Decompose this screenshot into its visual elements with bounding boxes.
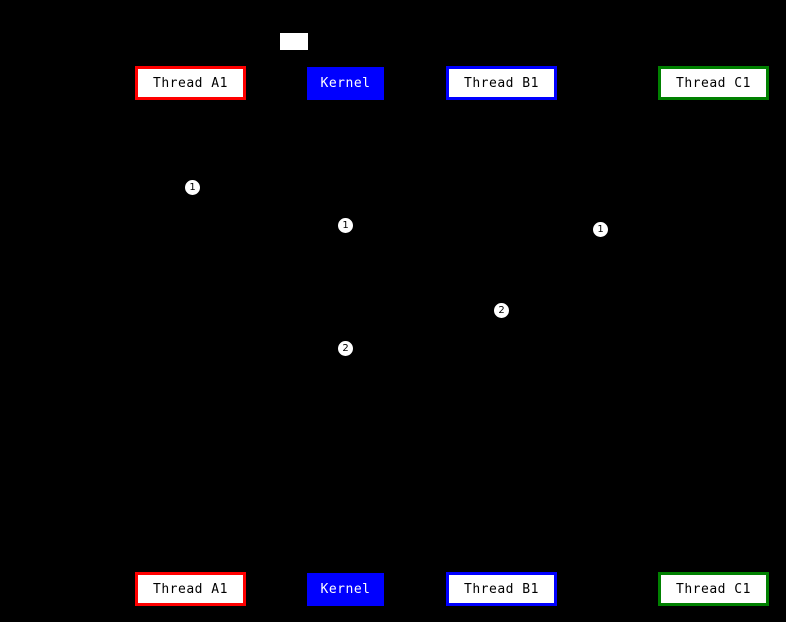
step-marker-1-kernel: 1 (337, 217, 354, 234)
lifeline-head-kernel: Kernel (307, 67, 384, 100)
lifeline-head-thread-b1: Thread B1 (446, 66, 557, 100)
step-marker-1-thread-a1: 1 (184, 179, 201, 196)
lifeline-foot-thread-a1: Thread A1 (135, 572, 246, 606)
lifeline-foot-thread-b1: Thread B1 (446, 572, 557, 606)
lifeline-head-thread-a1: Thread A1 (135, 66, 246, 100)
lifeline-head-thread-c1-label: Thread C1 (676, 75, 751, 91)
lifeline-foot-thread-a1-label: Thread A1 (153, 581, 228, 597)
step-marker-2-thread-b1: 2 (493, 302, 510, 319)
lifeline-foot-kernel: Kernel (307, 573, 384, 606)
lifeline-foot-kernel-label: Kernel (320, 582, 371, 597)
step-marker-1-thread-c1: 1 (592, 221, 609, 238)
lifeline-head-thread-a1-label: Thread A1 (153, 75, 228, 91)
lifeline-foot-thread-c1: Thread C1 (658, 572, 769, 606)
activation-bar (280, 33, 308, 50)
lifeline-head-thread-b1-label: Thread B1 (464, 75, 539, 91)
lifeline-foot-thread-b1-label: Thread B1 (464, 581, 539, 597)
lifeline-head-kernel-label: Kernel (320, 76, 371, 91)
lifeline-head-thread-c1: Thread C1 (658, 66, 769, 100)
lifeline-foot-thread-c1-label: Thread C1 (676, 581, 751, 597)
step-marker-2-kernel: 2 (337, 340, 354, 357)
